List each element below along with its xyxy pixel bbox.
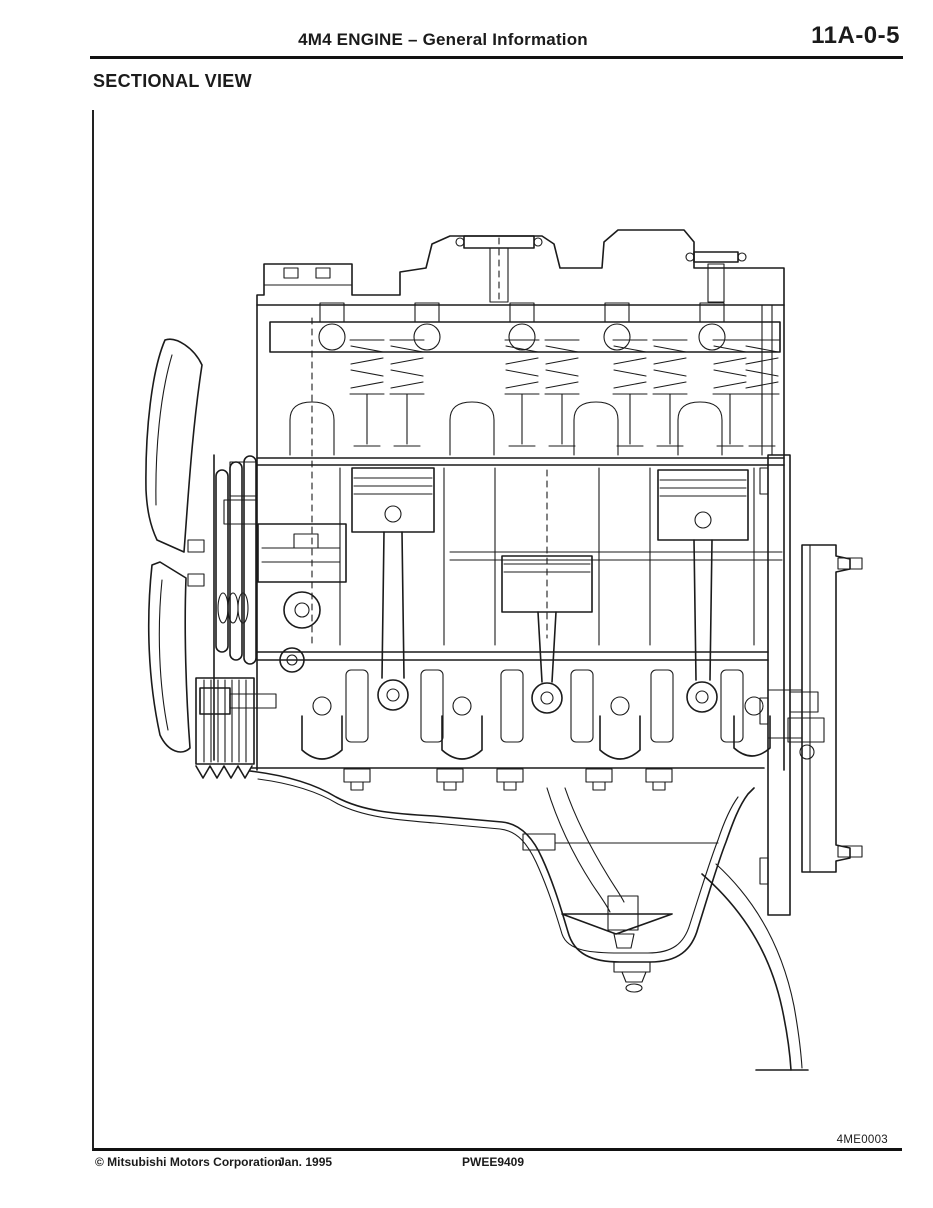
- header-rule: [90, 56, 903, 59]
- cooling-fan: [145, 338, 215, 761]
- rocker-cover: [256, 229, 785, 771]
- figure-sectional-view: 4ME0003: [92, 110, 902, 1151]
- document-code: PWEE9409: [462, 1155, 525, 1169]
- cylinder-block-pistons: [311, 237, 783, 714]
- crankshaft: [251, 651, 771, 791]
- page-footer: © Mitsubishi Motors Corporation Jan. 199…: [95, 1155, 900, 1175]
- engine-sectional-drawing: [145, 229, 863, 1071]
- header-title: 4M4 ENGINE – General Information: [298, 30, 588, 49]
- oil-pan: [249, 770, 755, 993]
- figure-code-label: 4ME0003: [836, 1134, 888, 1146]
- front-pulleys: [195, 455, 347, 779]
- flywheel: [701, 454, 863, 1071]
- publish-date: Jan. 1995: [278, 1155, 333, 1169]
- section-title: SECTIONAL VIEW: [93, 71, 252, 91]
- copyright-text: © Mitsubishi Motors Corporation: [95, 1155, 282, 1169]
- valvetrain: [269, 302, 781, 456]
- page-number: 11A-0-5: [811, 22, 900, 49]
